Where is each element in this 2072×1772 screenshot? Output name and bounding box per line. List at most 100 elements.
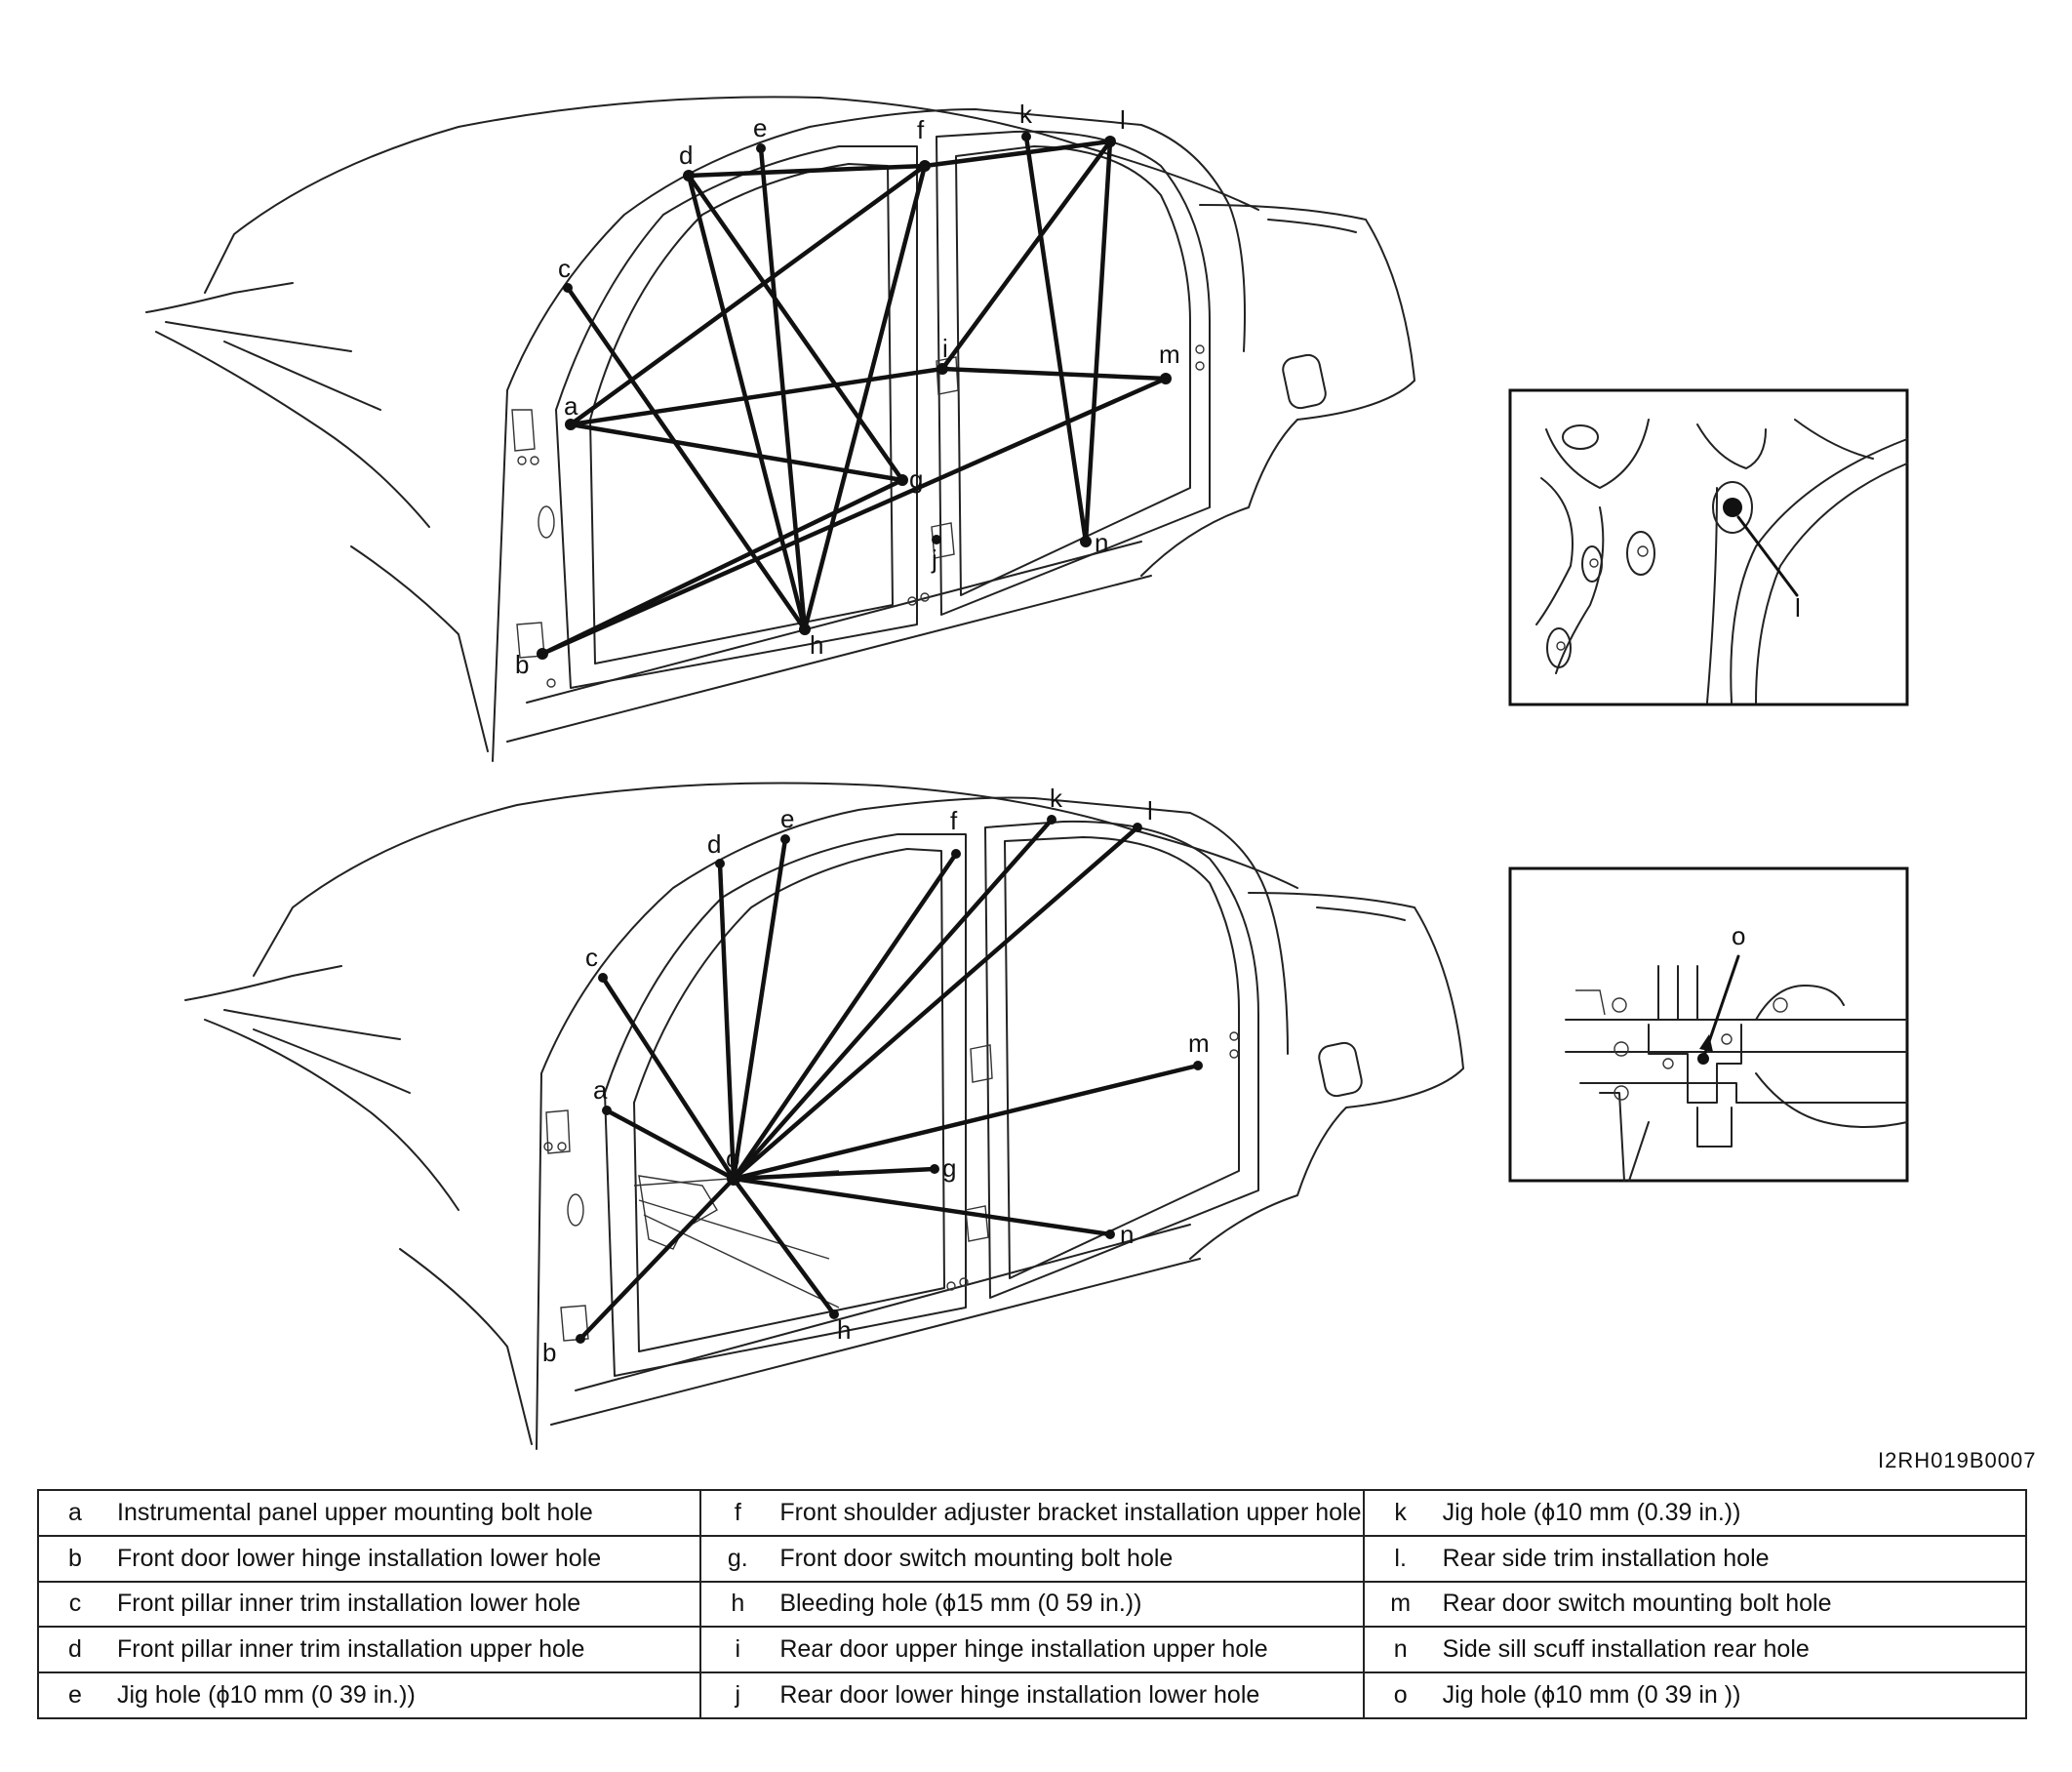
detail-inset-bottom: o xyxy=(1508,866,1909,1183)
point-i xyxy=(936,363,948,375)
line-l-i xyxy=(939,139,1113,372)
line-k-n xyxy=(1023,134,1089,544)
line-b-m xyxy=(539,376,1169,657)
line-f-h xyxy=(802,163,928,632)
point-c xyxy=(563,283,573,293)
point-a xyxy=(602,1106,612,1115)
label-j: j xyxy=(931,544,937,574)
line-e-h xyxy=(758,145,808,632)
line-c-h xyxy=(565,285,808,632)
line-o-m xyxy=(731,1063,1201,1182)
point-b xyxy=(537,648,548,660)
inset-top-callout: l xyxy=(1795,593,1801,623)
label-b: b xyxy=(515,650,529,679)
label-a: a xyxy=(564,391,578,421)
car-side-view-bottom xyxy=(184,782,1464,1450)
legend-row: d Front pillar inner trim installation u… xyxy=(37,1626,2028,1674)
legend-text: Front door lower hinge installation lowe… xyxy=(111,1534,702,1583)
point-m xyxy=(1160,373,1172,384)
legend-text: Rear door switch mounting bolt hole xyxy=(1436,1580,2028,1629)
measurement-lines-bottom xyxy=(578,817,1201,1342)
label-b: b xyxy=(542,1338,556,1367)
label-e: e xyxy=(780,804,794,833)
line-o-c xyxy=(600,975,737,1182)
point-labels-top: a b c d e f g h i j k l m n xyxy=(515,100,1180,679)
label-f: f xyxy=(917,115,925,144)
legend-key: c xyxy=(37,1580,111,1629)
measurement-lines-top xyxy=(539,134,1169,657)
figure-code: I2RH019B0007 xyxy=(1878,1448,2037,1472)
legend-text: Front door switch mounting bolt hole xyxy=(774,1534,1365,1583)
legend-key: f xyxy=(699,1489,775,1537)
legend-key: a xyxy=(37,1489,111,1537)
legend-key: n xyxy=(1362,1626,1437,1674)
legend-key: e xyxy=(37,1671,111,1719)
point-n xyxy=(1105,1229,1115,1239)
legend-key: o xyxy=(1362,1671,1437,1719)
label-e: e xyxy=(753,113,767,142)
legend-key: k xyxy=(1362,1489,1437,1537)
line-o-l xyxy=(731,825,1140,1182)
legend-text: Instrumental panel upper mounting bolt h… xyxy=(111,1489,702,1537)
point-k xyxy=(1047,815,1056,825)
line-d-h xyxy=(686,173,808,632)
point-g xyxy=(930,1164,939,1174)
point-d xyxy=(715,859,725,868)
legend-row: e Jig hole (ϕ10 mm (0 39 in.)) j Rear do… xyxy=(37,1671,2028,1719)
line-l-n xyxy=(1083,139,1113,544)
line-a-i xyxy=(568,366,945,427)
legend-text: Front pillar inner trim installation upp… xyxy=(111,1626,702,1674)
legend-key: b xyxy=(37,1534,111,1583)
legend-table: a Instrumental panel upper mounting bolt… xyxy=(37,1489,2028,1719)
legend-text: Jig hole (ϕ10 mm (0 39 in )) xyxy=(1436,1671,2028,1719)
legend-key: j xyxy=(699,1671,775,1719)
point-labels-bottom: o a b c d e f g h k l m n xyxy=(542,784,1210,1367)
legend-text: Side sill scuff installation rear hole xyxy=(1436,1626,2028,1674)
label-d: d xyxy=(679,141,693,170)
label-o: o xyxy=(726,1144,739,1173)
point-l xyxy=(1104,136,1116,147)
line-f-a xyxy=(568,163,928,427)
label-g: g xyxy=(942,1153,956,1183)
legend-key: i xyxy=(699,1626,775,1674)
point-h xyxy=(829,1309,839,1319)
line-o-e xyxy=(731,836,788,1182)
point-c xyxy=(598,973,608,983)
line-a-g xyxy=(568,422,905,483)
point-a xyxy=(565,419,577,430)
line-i-m xyxy=(939,366,1169,382)
point-j xyxy=(932,535,941,544)
legend-text: Rear door lower hinge installation lower… xyxy=(774,1671,1365,1719)
inset-bottom-callout: o xyxy=(1732,921,1745,950)
legend-key: g. xyxy=(699,1534,775,1583)
detail-inset-top: l xyxy=(1508,388,1909,706)
legend-text: Front pillar inner trim installation low… xyxy=(111,1580,702,1629)
legend-row: c Front pillar inner trim installation l… xyxy=(37,1580,2028,1629)
line-o-d xyxy=(717,861,737,1182)
label-c: c xyxy=(558,254,571,283)
line-o-a xyxy=(604,1108,737,1182)
point-k xyxy=(1021,132,1031,141)
legend-key: m xyxy=(1362,1580,1437,1629)
legend-row: a Instrumental panel upper mounting bolt… xyxy=(37,1489,2028,1537)
line-o-g xyxy=(731,1166,937,1182)
legend-text: Jig hole (ϕ10 mm (0.39 in.)) xyxy=(1436,1489,2028,1537)
point-l xyxy=(1133,823,1142,832)
label-g: g xyxy=(909,464,923,494)
label-l: l xyxy=(1147,796,1153,826)
legend-row: b Front door lower hinge installation lo… xyxy=(37,1534,2028,1583)
legend-text: Rear side trim installation hole xyxy=(1436,1534,2028,1583)
label-h: h xyxy=(810,630,823,660)
point-o xyxy=(727,1172,740,1186)
label-l: l xyxy=(1120,105,1126,135)
line-f-l xyxy=(922,139,1113,169)
line-b-g xyxy=(539,477,905,657)
point-e xyxy=(756,143,766,153)
line-o-n xyxy=(731,1176,1113,1237)
line-o-b xyxy=(578,1176,737,1342)
legend-key: h xyxy=(699,1580,775,1629)
label-m: m xyxy=(1159,340,1180,369)
line-d-f xyxy=(686,163,928,179)
point-f xyxy=(919,160,931,172)
